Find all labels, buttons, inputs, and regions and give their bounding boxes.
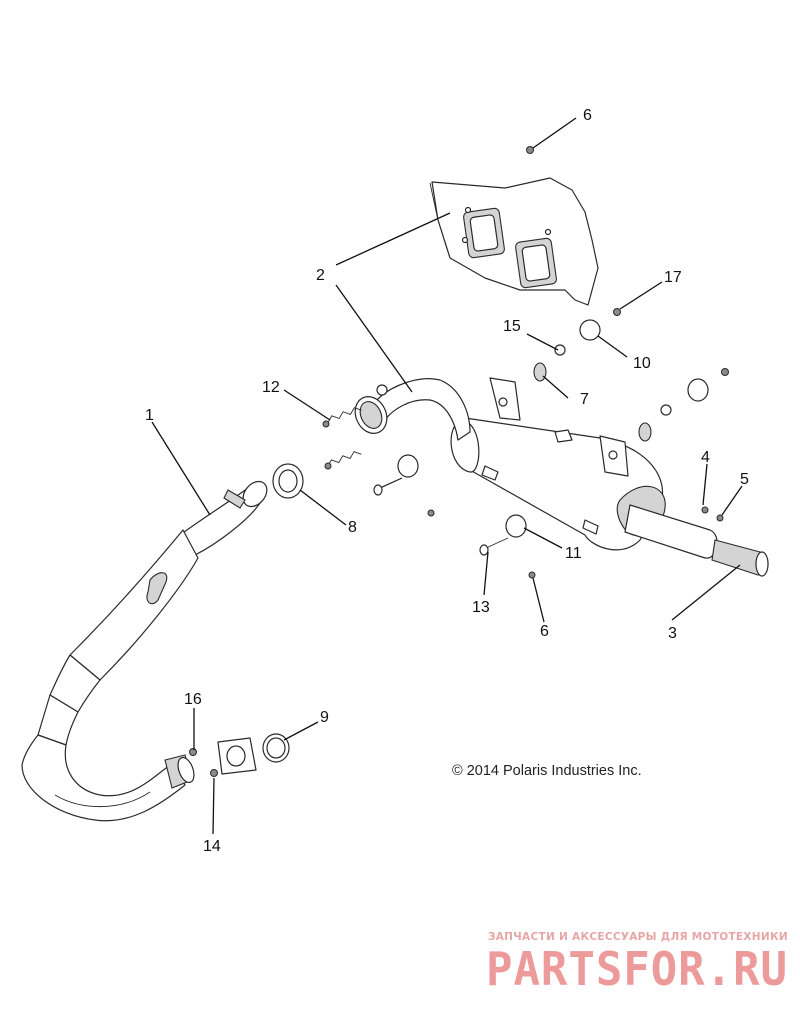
callout-1: 1	[145, 407, 154, 424]
watermark-tagline: ЗАПЧАСТИ И АКСЕССУАРЫ ДЛЯ МОТОТЕХНИКИ	[488, 931, 788, 943]
callout-5: 5	[740, 471, 749, 488]
callout-6-bottom: 6	[540, 623, 549, 640]
heat-shield	[429, 177, 599, 306]
watermark: ЗАПЧАСТИ И АКСЕССУАРЫ ДЛЯ МОТОТЕХНИКИ PA…	[486, 931, 788, 996]
callout-17: 17	[664, 269, 682, 286]
callout-14: 14	[203, 838, 221, 855]
callout-15: 15	[503, 318, 521, 335]
springs	[322, 407, 362, 470]
callout-12: 12	[262, 379, 280, 396]
watermark-brand: PARTSFOR.RU	[486, 942, 788, 996]
callout-10: 10	[633, 355, 651, 372]
callout-6-top: 6	[583, 107, 592, 124]
gasket-8	[272, 463, 304, 499]
flange-gasket-9	[217, 733, 290, 775]
header-pipe	[354, 378, 471, 441]
callout-9: 9	[320, 709, 329, 726]
callout-16: 16	[184, 691, 202, 708]
tail-pipe	[624, 504, 769, 577]
callout-7: 7	[580, 391, 589, 408]
callout-labels: 1 2 3 4 5 6 6 7 8 9 10 11 12 13 14 15 16…	[145, 107, 749, 855]
callout-8: 8	[348, 519, 357, 536]
leader-lines	[151, 117, 743, 835]
bolts	[189, 146, 729, 777]
callout-13: 13	[472, 599, 490, 616]
front-pipe	[21, 480, 268, 822]
grommets	[397, 319, 709, 538]
callout-4: 4	[701, 449, 710, 466]
callout-11: 11	[565, 545, 582, 562]
callout-3: 3	[668, 625, 677, 642]
copyright-notice: © 2014 Polaris Industries Inc.	[452, 763, 642, 779]
callout-2: 2	[316, 267, 325, 284]
